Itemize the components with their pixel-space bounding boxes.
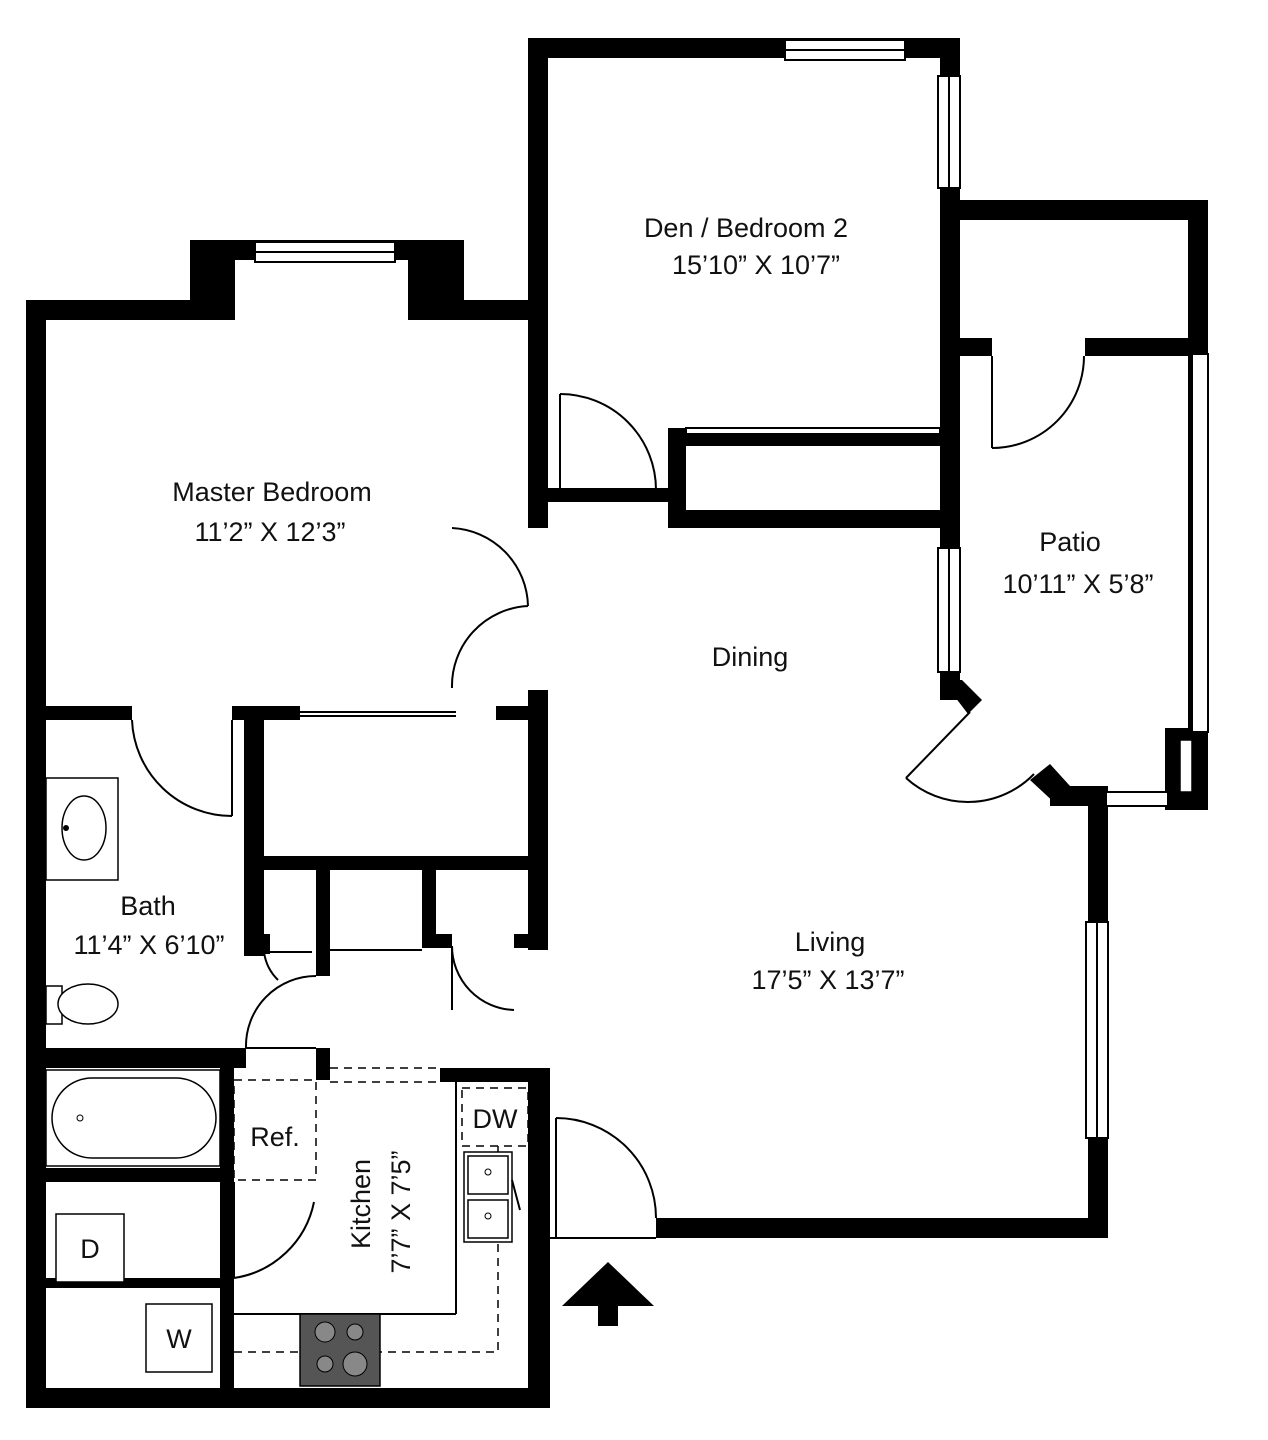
- doors: [131, 355, 1085, 1279]
- dryer-label: D: [80, 1234, 100, 1264]
- bath-size: 11’4” X 6’10”: [73, 930, 224, 960]
- washer: [145, 1303, 213, 1373]
- master-size: 11’2” X 12’3”: [194, 517, 345, 547]
- dishwasher-label: DW: [473, 1104, 518, 1134]
- patio-name: Patio: [1039, 527, 1101, 557]
- entry-arrow-icon: [562, 1262, 654, 1326]
- master-name: Master Bedroom: [172, 477, 372, 507]
- walls: [26, 38, 1208, 1408]
- patio-size: 10’11” X 5’8”: [1002, 569, 1153, 599]
- washer-label: W: [166, 1324, 192, 1354]
- dining-name: Dining: [712, 642, 789, 672]
- fixtures: [45, 777, 529, 1387]
- sink-icon: [61, 795, 107, 861]
- kitchen-size: 7’7” X 7’5”: [386, 1150, 416, 1273]
- windows: [254, 39, 1209, 1139]
- living-size: 17’5” X 13’7”: [751, 965, 904, 995]
- refrigerator-label: Ref.: [250, 1122, 300, 1152]
- dishwasher: [461, 1087, 529, 1147]
- range-icon: [299, 1313, 381, 1387]
- den-size: 15’10” X 10’7”: [672, 250, 840, 280]
- bath-name: Bath: [120, 891, 176, 921]
- living-name: Living: [795, 927, 866, 957]
- kitchen-name: Kitchen: [346, 1159, 376, 1249]
- refrigerator: [233, 1079, 317, 1181]
- dryer: [55, 1213, 125, 1283]
- den-name: Den / Bedroom 2: [644, 213, 848, 243]
- toilet-icon: [57, 983, 119, 1025]
